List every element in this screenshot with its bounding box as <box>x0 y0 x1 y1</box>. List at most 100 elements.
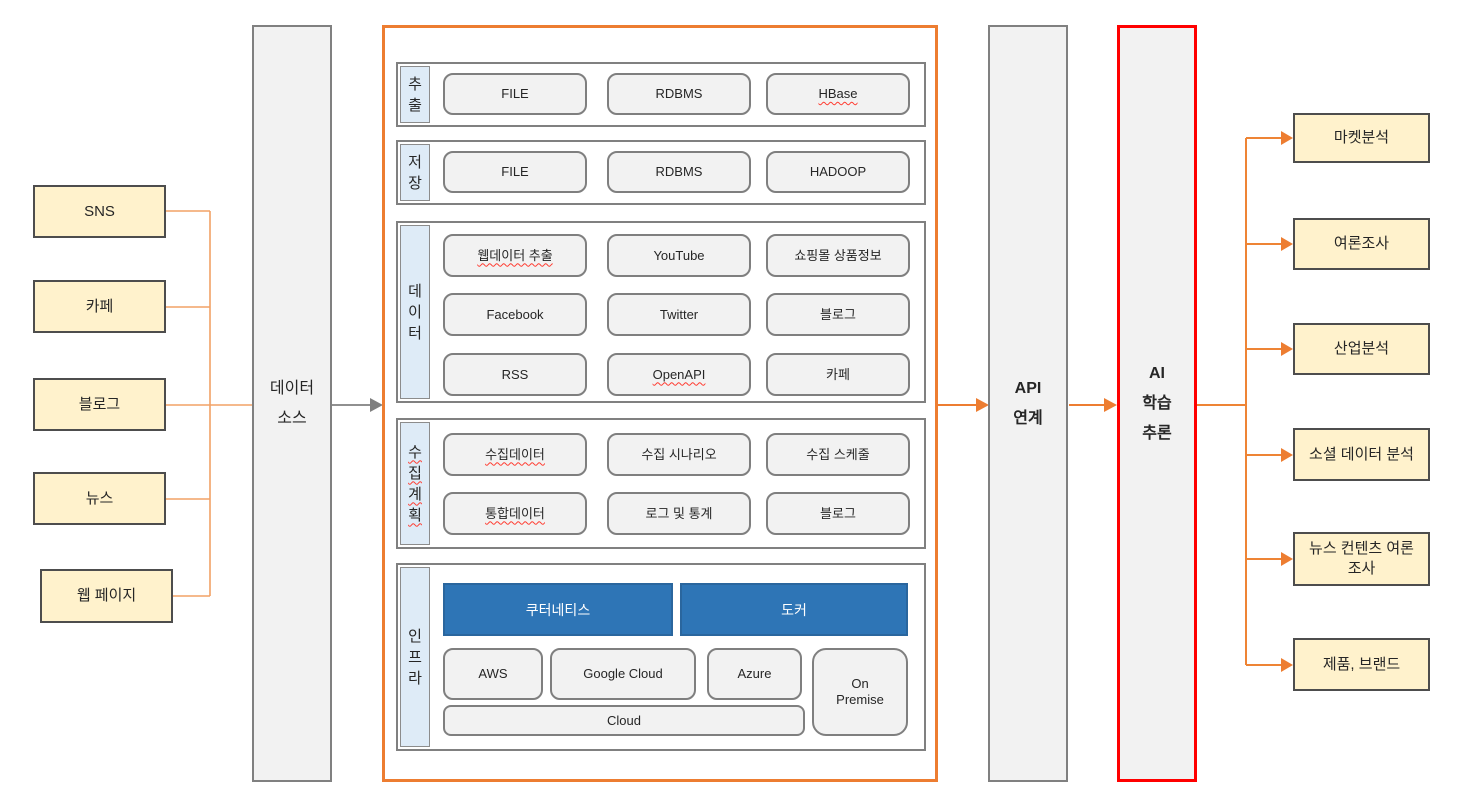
source-label-blog: 블로그 <box>78 395 121 413</box>
item-label: FILE <box>501 164 529 179</box>
item-label: Facebook <box>486 306 544 322</box>
plan-item-schedule: 수집 스케줄 <box>766 433 910 476</box>
extraction-row-label: 추 출 <box>400 66 430 123</box>
data-item-shopping: 쇼핑몰 상품정보 <box>766 234 910 277</box>
item-label: On Premise <box>836 676 884 707</box>
extraction-label-char: 추 <box>408 75 422 93</box>
item-label: RSS <box>501 366 529 382</box>
extraction-label-char: 출 <box>408 96 422 114</box>
ai-label-line2: 학습 <box>1142 394 1172 412</box>
extraction-item-hbase: HBase <box>766 73 910 115</box>
item-label: Google Cloud <box>583 666 663 681</box>
ai-label-line3: 추론 <box>1142 424 1172 442</box>
item-label: Cloud <box>607 712 641 728</box>
source-box-sns: SNS <box>33 185 166 238</box>
item-label: 쿠터네티스 <box>525 601 591 618</box>
output-box-product-brand: 제품, 브랜드 <box>1293 638 1430 691</box>
output-label: 여론조사 <box>1333 235 1390 252</box>
item-label: AWS <box>478 666 508 681</box>
source-label-news: 뉴스 <box>85 489 114 507</box>
plan-item-collected-data: 수집데이터 <box>443 433 587 476</box>
item-label: 수집 시나리오 <box>641 446 717 462</box>
right-arrowheads <box>1281 131 1293 672</box>
infra-item-google-cloud: Google Cloud <box>550 648 696 700</box>
item-label: 로그 및 통계 <box>645 505 713 521</box>
collection-plan-label-char: 계 <box>408 485 422 503</box>
data-item-facebook: Facebook <box>443 293 587 336</box>
extraction-item-file: FILE <box>443 73 587 115</box>
source-box-news: 뉴스 <box>33 472 166 525</box>
item-label: 통합데이터 <box>485 505 545 521</box>
output-box-news-content-poll: 뉴스 컨텐츠 여론조사 <box>1293 532 1430 586</box>
infra-item-cloud: Cloud <box>443 705 805 736</box>
storage-label-char: 저 <box>408 153 422 171</box>
output-label: 제품, 브랜드 <box>1322 655 1401 673</box>
source-label-cafe: 카페 <box>85 297 114 315</box>
item-label: HADOOP <box>809 164 867 179</box>
item-label: RDBMS <box>655 86 703 101</box>
data-source-label-line1: 데이터 <box>269 379 315 397</box>
item-label: OpenAPI <box>652 366 706 382</box>
data-source-label-line2: 소스 <box>277 409 307 427</box>
item-label: FILE <box>501 86 529 101</box>
item-label: Twitter <box>659 306 699 322</box>
item-label: YouTube <box>653 247 705 263</box>
item-label: RDBMS <box>655 164 703 179</box>
output-label: 산업분석 <box>1333 340 1390 357</box>
ai-label-line1: AI <box>1149 364 1165 382</box>
item-label: 블로그 <box>820 505 856 521</box>
source-box-cafe: 카페 <box>33 280 166 333</box>
data-label-char: 터 <box>408 324 422 342</box>
output-label: 마켓분석 <box>1333 129 1390 146</box>
output-box-opinion-poll: 여론조사 <box>1293 218 1430 270</box>
infra-item-aws: AWS <box>443 648 543 700</box>
infra-row-label: 인 프 라 <box>400 567 430 747</box>
item-label: 수집데이터 <box>485 446 545 462</box>
source-label-sns: SNS <box>84 202 115 220</box>
plan-item-integrated-data: 통합데이터 <box>443 492 587 535</box>
storage-item-file: FILE <box>443 151 587 193</box>
output-label: 소셜 데이터 분석 <box>1309 445 1414 463</box>
source-box-blog: 블로그 <box>33 378 166 431</box>
api-label-line1: API <box>1014 379 1042 397</box>
output-box-market-analysis: 마켓분석 <box>1293 113 1430 163</box>
output-label: 뉴스 컨텐츠 여론조사 <box>1309 540 1414 577</box>
collection-plan-row-label: 수 집 계 획 <box>400 422 430 545</box>
data-item-web-extract: 웹데이터 추출 <box>443 234 587 277</box>
infra-item-kubernetes: 쿠터네티스 <box>443 583 673 636</box>
infra-label-char: 라 <box>408 669 422 687</box>
plan-item-scenario: 수집 시나리오 <box>607 433 751 476</box>
data-row-label: 데 이 터 <box>400 225 430 399</box>
item-label: HBase <box>818 86 858 101</box>
data-source-panel: 데이터 소스 <box>252 25 332 782</box>
infra-item-azure: Azure <box>707 648 802 700</box>
ai-panel: AI 학습 추론 <box>1117 25 1197 782</box>
item-label: 웹데이터 추출 <box>477 247 553 263</box>
plan-item-log-stats: 로그 및 통계 <box>607 492 751 535</box>
infra-item-docker: 도커 <box>680 583 908 636</box>
output-box-social-data-analysis: 소셜 데이터 분석 <box>1293 428 1430 481</box>
source-label-webpage: 웹 페이지 <box>76 587 137 604</box>
data-item-twitter: Twitter <box>607 293 751 336</box>
collection-plan-label-char: 획 <box>408 506 422 524</box>
data-item-cafe: 카페 <box>766 353 910 396</box>
output-box-industry-analysis: 산업분석 <box>1293 323 1430 375</box>
item-label: 도커 <box>781 601 807 618</box>
infra-label-char: 프 <box>408 648 422 666</box>
data-item-openapi: OpenAPI <box>607 353 751 396</box>
collection-plan-label-char: 집 <box>408 464 422 482</box>
item-label: 쇼핑몰 상품정보 <box>794 247 882 263</box>
source-box-webpage: 웹 페이지 <box>40 569 173 623</box>
infra-label-char: 인 <box>408 627 422 645</box>
plan-item-blog: 블로그 <box>766 492 910 535</box>
data-item-blog: 블로그 <box>766 293 910 336</box>
item-label: 수집 스케줄 <box>806 446 870 462</box>
api-panel: API 연계 <box>988 25 1068 782</box>
item-label: 카페 <box>826 366 850 382</box>
data-label-char: 이 <box>408 303 422 321</box>
extraction-item-rdbms: RDBMS <box>607 73 751 115</box>
item-label: Azure <box>737 666 772 681</box>
data-item-rss: RSS <box>443 353 587 396</box>
left-connectors <box>166 210 252 597</box>
gray-arrow <box>332 398 383 412</box>
